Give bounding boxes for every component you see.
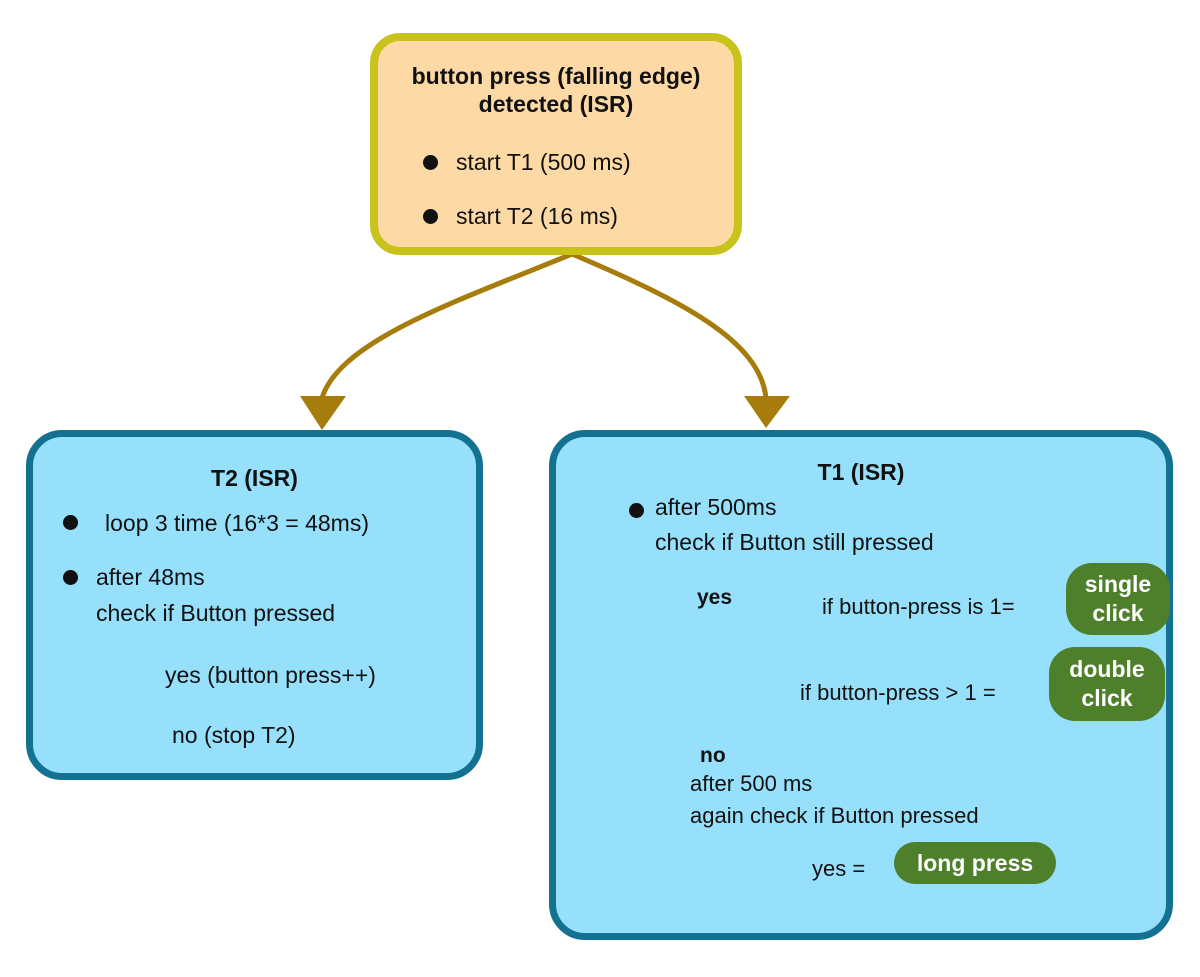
t1-title: T1 (ISR) <box>817 459 905 485</box>
trigger-title-line1: button press (falling edge) <box>411 63 701 89</box>
t2-yes-text: yes (button press++) <box>165 662 376 688</box>
bullet-icon <box>423 209 438 224</box>
t1-no-after-text: after 500 ms <box>690 771 813 796</box>
bullet-icon <box>423 155 438 170</box>
double-click-badge: double click <box>1049 647 1165 721</box>
t1-no-check-text: again check if Button pressed <box>690 803 979 828</box>
t2-loop-text: loop 3 time (16*3 = 48ms) <box>105 510 369 536</box>
trigger-isr-box: button press (falling edge) detected (IS… <box>370 33 742 255</box>
t1-cond-single: if button-press is 1= <box>822 594 1015 619</box>
t1-after-text: after 500ms <box>655 494 777 520</box>
t1-cond-double: if button-press > 1 = <box>800 680 996 705</box>
trigger-title-line2: detected (ISR) <box>478 91 634 117</box>
long-press-label: long press <box>916 849 1034 876</box>
double-click-line1: double <box>1069 656 1145 682</box>
trigger-item-start-t1: start T1 (500 ms) <box>456 149 631 175</box>
arrow-to-t2 <box>319 251 573 399</box>
arrow-to-t1-head <box>744 396 790 428</box>
bullet-icon <box>63 515 78 530</box>
trigger-item-start-t2: start T2 (16 ms) <box>456 203 618 229</box>
bullet-icon <box>629 503 644 518</box>
single-click-line2: click <box>1092 600 1144 626</box>
single-click-line1: single <box>1084 571 1152 597</box>
arrow-to-t2-head <box>300 396 346 430</box>
single-click-badge: single click <box>1066 563 1170 635</box>
t2-no-text: no (stop T2) <box>172 722 296 748</box>
t2-title: T2 (ISR) <box>211 465 298 491</box>
long-press-badge: long press <box>894 842 1056 884</box>
arrow-to-t1 <box>571 251 769 399</box>
t1-yes-text: yes <box>697 586 733 609</box>
t2-check-text: check if Button pressed <box>96 600 336 626</box>
t1-no-text: no <box>700 744 726 767</box>
double-click-line2: click <box>1081 685 1133 711</box>
t1-check-text: check if Button still pressed <box>655 529 934 555</box>
t2-after-text: after 48ms <box>96 564 205 590</box>
t1-long-yes-text: yes = <box>812 856 866 881</box>
bullet-icon <box>63 570 78 585</box>
t2-isr-box: T2 (ISR) loop 3 time (16*3 = 48ms) after… <box>26 430 483 780</box>
